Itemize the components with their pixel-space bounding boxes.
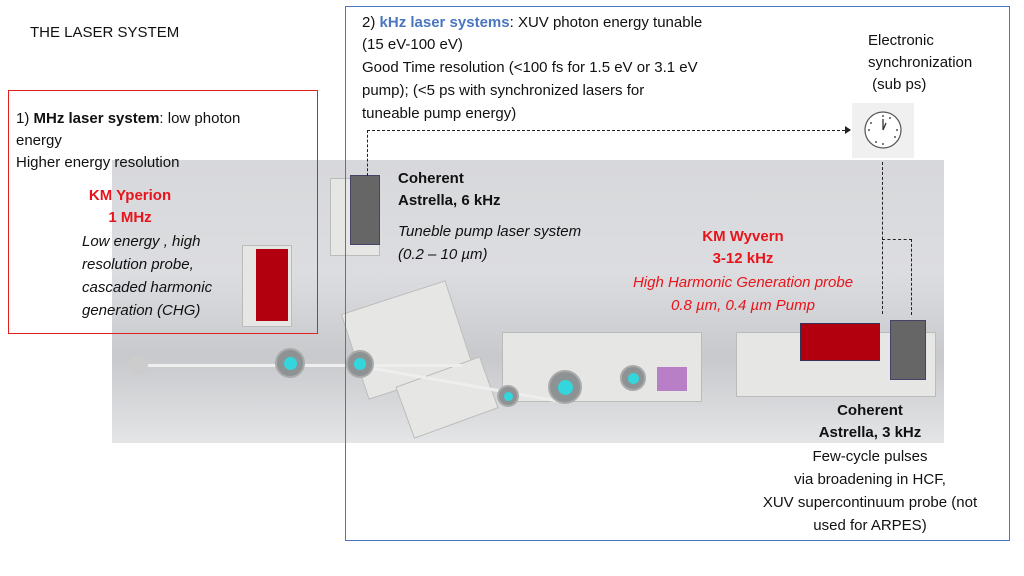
astrella3-rate: Astrella, 3 kHz [818,424,922,441]
khz-line: pump); (<5 ps with synchronized lasers f… [362,82,645,99]
wyvern-rate: 3-12 kHz [712,250,774,267]
astrella-6khz-laser [350,175,380,245]
vacuum-chamber [275,348,305,378]
lab-layout-render [112,160,944,443]
astrella3-desc: XUV supercontinuum probe (not [762,494,978,511]
vacuum-chamber [497,385,519,407]
astrella3-desc: used for ARPES) [813,517,927,534]
astrella6-rate: Astrella, 6 kHz [398,192,501,209]
astrella3-name: Coherent [837,402,903,419]
mhz-prefix: 1) [16,110,34,127]
hhg-module [657,367,687,391]
sync-label: Electronic [868,32,934,49]
wyvern-name: KM Wyvern [702,228,784,245]
yperion-desc: generation (CHG) [82,302,201,319]
khz-heading: 2) kHz laser systems: XUV photon energy … [362,12,702,34]
vacuum-chamber [548,370,582,404]
sync-connector [882,162,883,314]
clock-icon [852,103,914,158]
sync-connector [367,130,850,176]
astrella6-desc: Tuneble pump laser system [398,223,582,240]
khz-heading-bold: kHz laser systems [379,14,510,31]
astrella-3khz-laser [890,320,926,380]
mhz-heading-rest: : low photon [159,110,241,127]
yperion-laser [256,249,288,321]
astrella6-name: Coherent [398,170,464,187]
wyvern-desc: High Harmonic Generation probe [632,274,854,291]
khz-line: tuneable pump energy) [362,105,517,122]
astrella3-desc: via broadening in HCF, [794,471,946,488]
wyvern-desc: 0.8 µm, 0.4 µm Pump [670,297,815,314]
slide-title: THE LASER SYSTEM [30,24,180,41]
mhz-line: energy [16,132,62,149]
mhz-heading-bold: MHz laser system [33,110,160,127]
khz-line: Good Time resolution (<100 fs for 1.5 eV… [362,59,698,76]
vacuum-chamber [620,365,646,391]
analyzer [128,355,148,375]
yperion-name: KM Yperion [88,187,172,204]
khz-system-box [345,6,1010,541]
khz-heading-rest: : XUV photon energy tunable [509,14,703,31]
astrella6-desc: (0.2 – 10 µm) [398,246,488,263]
arrow-head [845,126,855,134]
yperion-desc: Low energy , high [82,233,201,250]
vacuum-chamber [346,350,374,378]
wyvern-laser [800,323,880,361]
mhz-line: Higher energy resolution [16,154,180,171]
khz-line: (15 eV-100 eV) [362,36,463,53]
sync-connector [882,239,912,315]
mhz-system-box [8,90,318,334]
khz-prefix: 2) [362,14,380,31]
mhz-heading: 1) MHz laser system: low photon [16,108,240,130]
yperion-desc: resolution probe, [82,256,194,273]
yperion-rate: 1 MHz [108,209,152,226]
yperion-desc: cascaded harmonic [82,279,213,296]
astrella3-desc: Few-cycle pulses [812,448,928,465]
sync-label: synchronization [868,54,973,71]
sync-label: (sub ps) [868,76,927,93]
